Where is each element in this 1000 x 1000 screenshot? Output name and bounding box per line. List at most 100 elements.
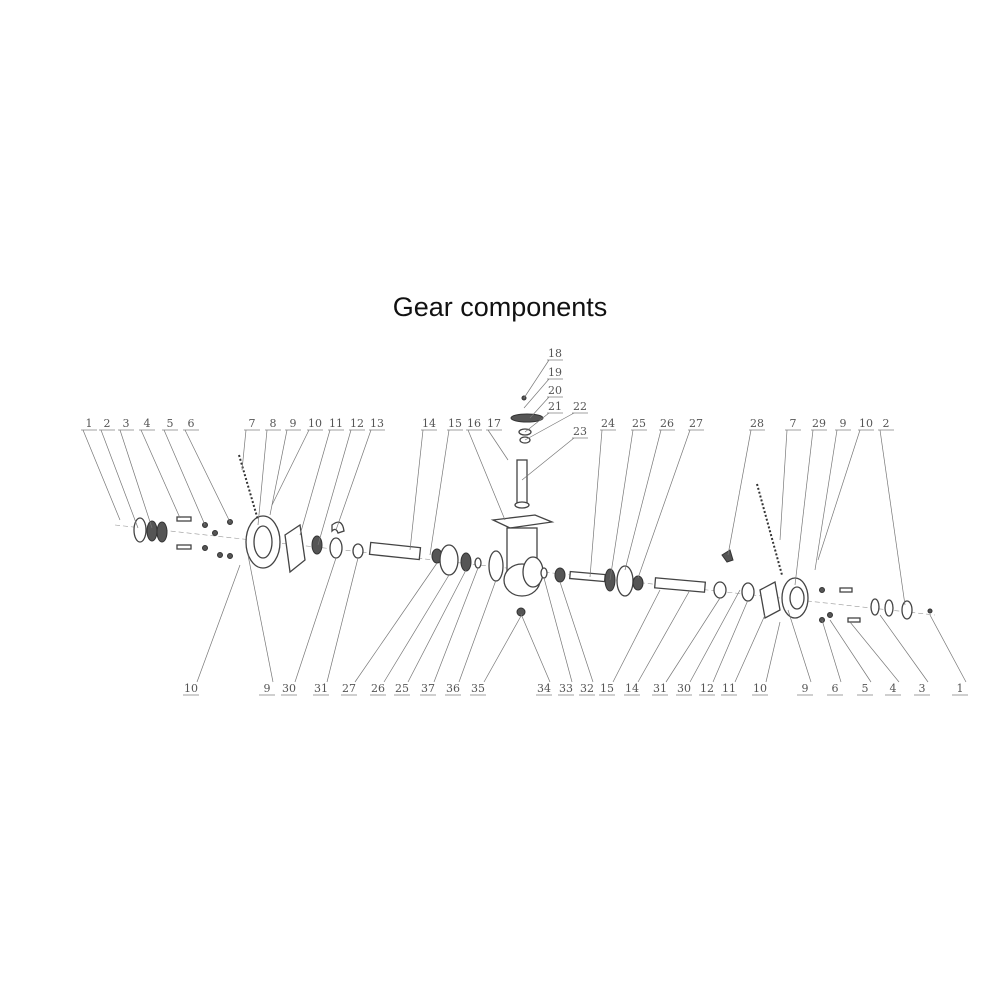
callout-label: 4 xyxy=(890,682,897,695)
callout-label: 12 xyxy=(350,417,364,430)
callout-label: 29 xyxy=(812,417,826,430)
part-screw xyxy=(927,608,933,614)
callout-label: 35 xyxy=(471,682,485,695)
leader-line xyxy=(433,567,479,683)
callout-label: 18 xyxy=(548,347,562,360)
callout-label: 11 xyxy=(329,417,343,430)
leader-line xyxy=(637,589,691,683)
part-seal xyxy=(146,520,158,542)
leader-line xyxy=(794,429,814,586)
callout-label: 27 xyxy=(342,682,356,695)
callout-label: 10 xyxy=(184,682,198,695)
leader-line xyxy=(779,429,788,541)
part-gearbox-housing xyxy=(490,514,555,597)
callout-label: 2 xyxy=(104,417,111,430)
callout-label: 19 xyxy=(548,366,562,379)
leader-line xyxy=(821,619,842,683)
part-seal xyxy=(156,521,168,543)
leader-line xyxy=(196,564,241,683)
leader-line xyxy=(624,429,662,571)
part-end-cap xyxy=(901,600,913,620)
leader-line xyxy=(929,614,967,683)
part-end-cap xyxy=(133,517,147,543)
part-bevel-gear xyxy=(488,550,504,582)
callout-label: 10 xyxy=(753,682,767,695)
part-top-gear xyxy=(510,413,544,423)
callout-label: 6 xyxy=(188,417,195,430)
callout-label: 9 xyxy=(840,417,847,430)
callout-label: 33 xyxy=(559,682,573,695)
leader-line xyxy=(100,429,139,529)
callout-label: 10 xyxy=(859,417,873,430)
callout-label: 31 xyxy=(653,682,667,695)
part-gasket xyxy=(759,581,781,619)
diagram-title: Gear components xyxy=(392,292,608,322)
leader-line xyxy=(354,562,438,683)
leader-line xyxy=(879,614,929,683)
part-gasket xyxy=(284,523,306,574)
callout-label: 25 xyxy=(632,417,646,430)
leader-line xyxy=(294,557,337,683)
part-bolts xyxy=(819,587,861,623)
leader-line xyxy=(637,429,691,579)
leader-line xyxy=(665,597,721,683)
callout-label: 37 xyxy=(421,682,435,695)
part-bearing xyxy=(311,535,323,555)
callout-label: 14 xyxy=(422,417,436,430)
leader-line xyxy=(543,577,573,683)
callout-label: 21 xyxy=(548,400,562,413)
callout-label: 4 xyxy=(144,417,151,430)
leader-line xyxy=(817,429,861,561)
callout-label: 12 xyxy=(700,682,714,695)
leader-line xyxy=(712,599,749,683)
callout-label: 9 xyxy=(290,417,297,430)
leader-line xyxy=(524,412,575,441)
leader-line xyxy=(520,613,551,683)
leader-line xyxy=(140,429,181,519)
callout-label: 30 xyxy=(282,682,296,695)
leader-line xyxy=(524,412,550,433)
part-bracket xyxy=(721,549,734,563)
leader-line xyxy=(299,429,331,536)
leader-line xyxy=(612,589,661,683)
leader-line xyxy=(521,437,575,481)
leader-line xyxy=(241,429,247,471)
leader-line xyxy=(317,429,352,546)
leader-line xyxy=(559,581,594,683)
leader-line xyxy=(589,429,603,578)
callout-label: 13 xyxy=(370,417,384,430)
part-gear xyxy=(439,544,459,576)
callout-label: 16 xyxy=(467,417,481,430)
callout-label: 20 xyxy=(548,384,562,397)
part-gear xyxy=(616,565,634,597)
callout-label: 8 xyxy=(270,417,277,430)
callout-label: 1 xyxy=(957,682,964,695)
callout-label: 15 xyxy=(600,682,614,695)
callout-label: 36 xyxy=(446,682,460,695)
callout-label: 1 xyxy=(86,417,93,430)
leader-line xyxy=(523,378,550,409)
leader-line xyxy=(335,429,372,531)
part-bolts xyxy=(176,516,233,559)
callout-label: 27 xyxy=(689,417,703,430)
part-seal xyxy=(884,599,894,617)
leader-line xyxy=(879,429,906,606)
leader-line xyxy=(247,554,274,683)
part-bearing xyxy=(741,582,755,602)
leader-line xyxy=(409,429,424,551)
leader-line xyxy=(82,429,121,521)
callout-label: 11 xyxy=(722,682,736,695)
leader-line xyxy=(609,429,634,581)
leader-line xyxy=(849,621,900,683)
leader-line xyxy=(407,569,467,683)
leader-line xyxy=(727,429,752,556)
callout-label: 32 xyxy=(580,682,594,695)
callout-label: 15 xyxy=(448,417,462,430)
callout-label: 10 xyxy=(308,417,322,430)
callout-label: 31 xyxy=(314,682,328,695)
callout-label: 9 xyxy=(264,682,271,695)
part-circlip xyxy=(540,567,548,579)
